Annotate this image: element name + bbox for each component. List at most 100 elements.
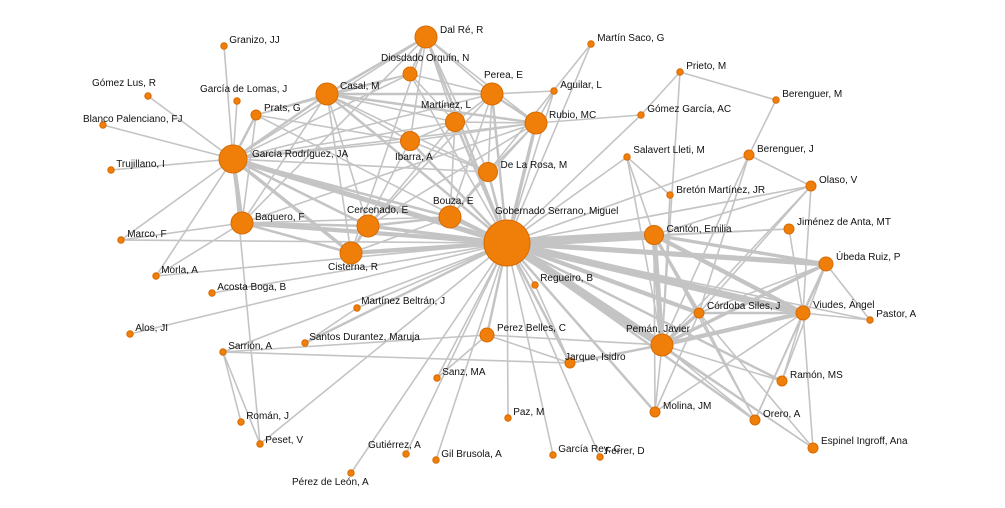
edge-gar-bla (102, 124, 234, 160)
node-label-esp: Espinel Ingroff, Ana (821, 436, 908, 447)
node-label-dal: Dal Ré, R (440, 25, 483, 36)
node-sal[interactable] (623, 153, 631, 161)
node-per[interactable] (480, 82, 504, 106)
node-grc[interactable] (549, 451, 557, 459)
node-label-gob: Gobernado Serrano, Miguel (495, 206, 618, 217)
node-pes[interactable] (256, 440, 264, 448)
node-iba[interactable] (400, 131, 420, 151)
node-baq[interactable] (230, 211, 254, 235)
node-ola[interactable] (805, 180, 817, 192)
node-jaq[interactable] (564, 357, 576, 369)
edge-cis-cas (326, 93, 352, 254)
edge-gob-per (490, 92, 509, 245)
node-reg[interactable] (531, 281, 539, 289)
node-fer[interactable] (596, 453, 604, 461)
node-dal[interactable] (414, 25, 438, 49)
edge-gar-gom (147, 95, 234, 160)
node-mrc[interactable] (117, 236, 125, 244)
node-pem[interactable] (650, 333, 674, 357)
edge-gob-gga (506, 114, 642, 244)
node-label-sma: Sanz, MA (442, 367, 486, 378)
node-ore[interactable] (749, 414, 761, 426)
node-pas[interactable] (866, 316, 874, 324)
node-gdl[interactable] (233, 97, 241, 105)
node-bre[interactable] (666, 191, 674, 199)
edge-gar-tru (110, 158, 234, 171)
node-label-reg: Regueiro, B (540, 273, 593, 284)
node-layer (99, 25, 874, 477)
node-gil[interactable] (432, 456, 440, 464)
node-label-cer: Cercenado, E (347, 205, 408, 216)
edge-gar-dio (232, 73, 411, 160)
node-gga[interactable] (637, 111, 645, 119)
node-label-pem: Pemán, Javier (626, 324, 691, 335)
edge-sar-rom (222, 351, 242, 423)
node-mor[interactable] (152, 272, 160, 280)
edge-baq-mrc (120, 222, 243, 241)
node-label-rub: Rubio, MC (549, 110, 596, 121)
edge-sal-bre (626, 156, 671, 196)
node-bou[interactable] (438, 205, 462, 229)
edge-rub-mar (454, 121, 537, 124)
node-cas[interactable] (315, 82, 339, 106)
node-ube[interactable] (818, 256, 834, 272)
edge-gob-san (303, 241, 509, 345)
node-ram[interactable] (776, 375, 788, 387)
edge-baq-dal (241, 36, 427, 224)
node-label-mor: Morla, A (161, 265, 198, 276)
edge-rub-iba (409, 122, 537, 142)
node-cer[interactable] (356, 214, 380, 238)
node-paz[interactable] (504, 414, 512, 422)
node-mbe[interactable] (353, 304, 361, 312)
node-gra[interactable] (220, 42, 228, 50)
edge-gar-mor (155, 158, 234, 277)
node-mar[interactable] (445, 112, 465, 132)
node-jim[interactable] (783, 223, 795, 235)
edge-pem-ola (661, 185, 812, 346)
edge-pem-pbe (486, 334, 663, 346)
node-dio[interactable] (402, 66, 418, 82)
node-msa[interactable] (587, 40, 595, 48)
node-san[interactable] (301, 339, 309, 347)
node-label-ube: Úbeda Ruiz, P (836, 250, 901, 263)
node-bla[interactable] (99, 121, 107, 129)
node-label-rom: Román, J (246, 411, 289, 422)
node-label-gar: García Rodríguez, JA (252, 149, 348, 160)
node-label-mol: Molina, JM (663, 401, 711, 412)
node-cor[interactable] (693, 307, 705, 319)
node-can[interactable] (644, 225, 664, 245)
node-aco[interactable] (208, 289, 216, 297)
node-agu[interactable] (550, 87, 558, 95)
node-pdl[interactable] (347, 469, 355, 477)
node-bej[interactable] (743, 149, 755, 161)
edge-ube-ram (781, 263, 827, 382)
edge-pem-sal (626, 156, 663, 346)
node-pbe[interactable] (479, 327, 495, 343)
node-pri[interactable] (676, 68, 684, 76)
node-gar[interactable] (218, 144, 248, 174)
node-alo[interactable] (126, 330, 134, 338)
node-gut[interactable] (402, 450, 410, 458)
node-esp[interactable] (807, 442, 819, 454)
node-del[interactable] (478, 162, 498, 182)
node-label-mbe: Martínez Beltrán, J (361, 296, 445, 307)
edge-gar-del (232, 158, 489, 173)
edge-pem-jaq (568, 343, 664, 365)
node-viu[interactable] (795, 305, 811, 321)
node-mol[interactable] (649, 406, 661, 418)
edge-bej-bem (748, 99, 777, 156)
node-pra[interactable] (250, 109, 262, 121)
node-gom[interactable] (144, 92, 152, 100)
node-tru[interactable] (107, 166, 115, 174)
edge-baq-mor (155, 222, 243, 277)
edge-pri-bem (679, 71, 777, 101)
node-sma[interactable] (433, 374, 441, 382)
node-rub[interactable] (524, 111, 548, 135)
node-rom[interactable] (237, 418, 245, 426)
node-sar[interactable] (219, 348, 227, 356)
node-bem[interactable] (772, 96, 780, 104)
node-gob[interactable] (483, 219, 531, 267)
edge-mar-dio (409, 73, 456, 123)
node-cis[interactable] (339, 241, 363, 265)
edge-gob-ola (506, 185, 812, 244)
